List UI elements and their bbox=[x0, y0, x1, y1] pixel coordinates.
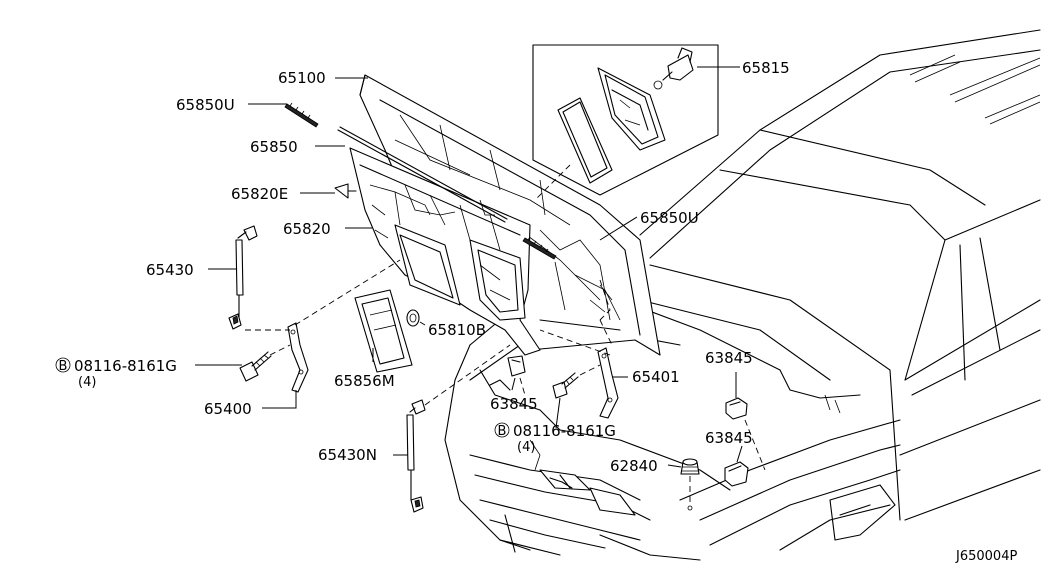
hinge-right bbox=[597, 347, 619, 419]
label-65815: 65815 bbox=[742, 59, 790, 77]
bumper-63845-left bbox=[507, 355, 526, 377]
part-labels: 65100 65850U 65850 65820E 65820 65430 65… bbox=[55, 59, 1017, 564]
label-65810b: 65810B bbox=[428, 321, 486, 339]
hood-stay-right bbox=[406, 399, 426, 513]
label-65820: 65820 bbox=[283, 220, 331, 238]
label-65820e: 65820E bbox=[231, 185, 288, 203]
label-65430n: 65430N bbox=[318, 446, 377, 464]
label-63845-a: 63845 bbox=[490, 395, 538, 413]
hood-insulator bbox=[349, 147, 541, 356]
bolt-badge-right: B bbox=[498, 424, 507, 439]
grommet-65810b bbox=[406, 309, 420, 327]
assembly-lines bbox=[245, 164, 766, 471]
label-63845-b: 63845 bbox=[705, 349, 753, 367]
bolt-right bbox=[552, 372, 579, 399]
label-65850u-b: 65850U bbox=[640, 209, 699, 227]
hood-latch-62840 bbox=[680, 458, 700, 511]
vehicle-body bbox=[444, 29, 1041, 561]
label-63845-c: 63845 bbox=[705, 429, 753, 447]
pad-65856m bbox=[354, 289, 413, 373]
bolt-left bbox=[239, 351, 272, 382]
label-65850: 65850 bbox=[250, 138, 298, 156]
label-bolt-right-qty: (4) bbox=[517, 440, 535, 455]
bumper-63845-upper bbox=[725, 397, 748, 420]
bumper-63845-lower bbox=[724, 461, 749, 487]
label-62840: 62840 bbox=[610, 457, 658, 475]
label-bolt-right: 08116-8161G bbox=[513, 422, 616, 440]
label-65856m: 65856M bbox=[334, 372, 395, 390]
bolt-left-callout: B 08116-8161G (4) bbox=[55, 357, 177, 390]
hood-light-inset bbox=[532, 44, 719, 196]
label-65430: 65430 bbox=[146, 261, 194, 279]
label-65401: 65401 bbox=[632, 368, 680, 386]
label-65850u-a: 65850U bbox=[176, 96, 235, 114]
hood-stay-left bbox=[228, 225, 258, 330]
label-bolt-left-qty: (4) bbox=[78, 375, 96, 390]
label-65400: 65400 bbox=[204, 400, 252, 418]
hinge-left bbox=[287, 322, 309, 393]
hood-seals bbox=[284, 102, 557, 260]
label-bolt-left: 08116-8161G bbox=[74, 357, 177, 375]
leader-lines bbox=[195, 66, 743, 468]
diagram-reference-code: J650004P bbox=[955, 549, 1017, 564]
bolt-right-callout: B 08116-8161G (4) bbox=[494, 422, 616, 455]
bolt-badge-left: B bbox=[59, 359, 68, 374]
label-65100: 65100 bbox=[278, 69, 326, 87]
clip-65820e bbox=[334, 183, 357, 199]
